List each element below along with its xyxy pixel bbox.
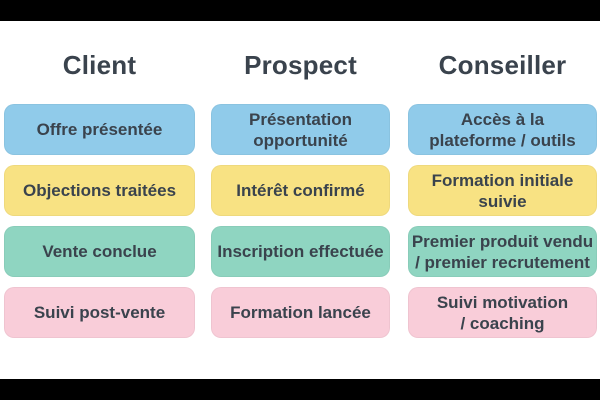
step-box: Suivi motivation / coaching [408,287,597,338]
step-label: Intérêt confirmé [236,181,365,200]
step-label: / coaching [460,313,545,333]
column-client: Client Offre présentée Objections traité… [4,46,195,338]
step-label: Formation lancée [230,303,371,322]
step-label: Formation initiale [431,170,574,190]
step-label: Offre présentée [36,120,163,139]
step-box: Suivi post-vente [4,287,195,338]
step-label: Objections traitées [22,181,177,200]
step-label: opportunité [253,130,348,150]
step-box: Formation lancée [211,287,390,338]
step-label: Accès à la [460,109,545,129]
step-box: Accès à la plateforme / outils [408,104,597,155]
step-box: Offre présentée [4,104,195,155]
step-label: Suivi motivation [436,292,569,312]
step-box: Présentation opportunité [211,104,390,155]
step-box: Inscription effectuée [211,226,390,277]
step-label: Suivi post-vente [33,303,166,322]
step-label: Présentation [249,109,352,129]
column-prospect: Prospect Présentation opportunité Intérê… [211,46,390,338]
step-label: / premier recrutement [415,252,590,272]
step-label: Premier produit vendu [411,231,594,251]
column-header-conseiller: Conseiller [438,49,567,80]
step-box: Premier produit vendu / premier recrutem… [408,226,597,277]
column-conseiller: Conseiller Accès à la plateforme / outil… [408,46,597,338]
column-header-prospect: Prospect [244,49,357,80]
step-label: Vente conclue [42,242,157,261]
step-box: Vente conclue [4,226,195,277]
letterbox-top-bar [0,0,600,21]
column-header-client: Client [62,49,137,80]
step-label: Inscription effectuée [217,242,384,261]
step-box: Objections traitées [4,165,195,216]
step-label: suivie [478,191,527,211]
step-label: plateforme / outils [429,130,576,150]
step-box: Intérêt confirmé [211,165,390,216]
letterbox-bottom-bar [0,379,600,400]
step-box: Formation initiale suivie [408,165,597,216]
